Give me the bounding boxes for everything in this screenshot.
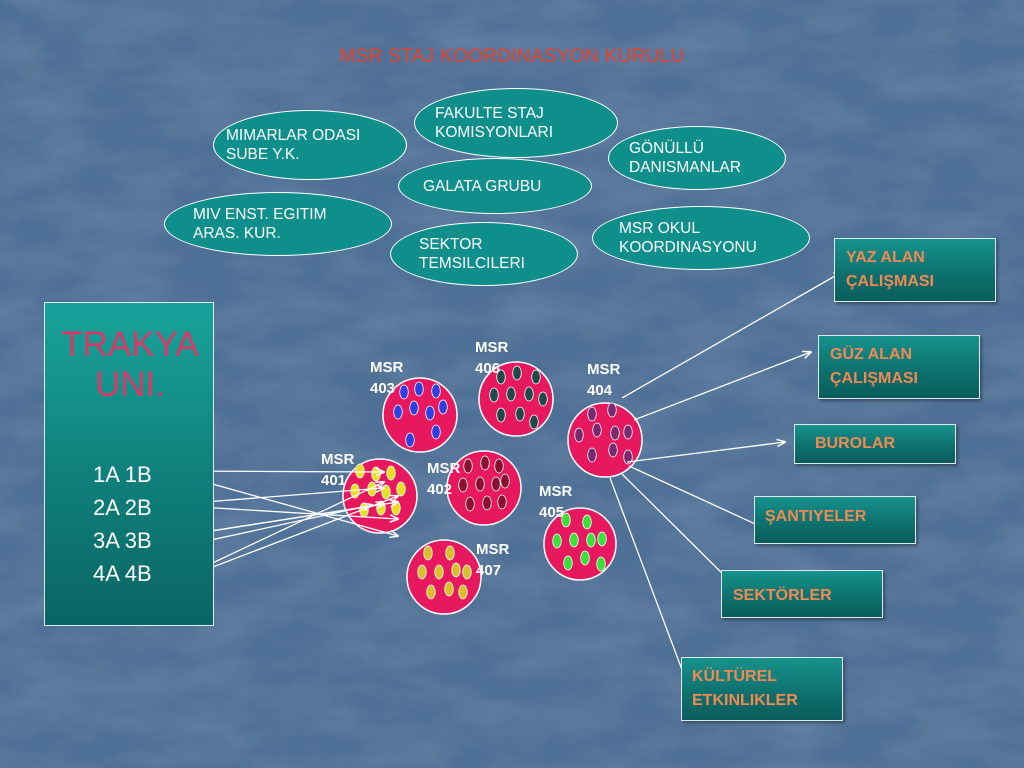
- oval-msr-okul-text: MSR OKUL KOORDINASYONU: [619, 220, 757, 256]
- trakya-row-1: 1A 1B: [93, 462, 152, 487]
- slide-title: MSR STAJ KOORDINASYON KURULU: [339, 46, 685, 67]
- oval-sektor-temsilcileri-text: SEKTOR TEMSILCILERI: [419, 236, 525, 272]
- oval-fakulte-staj: FAKULTE STAJ KOMISYONLARI: [414, 88, 618, 158]
- oval-miv-enst-text: MIV ENST. EGITIM ARAS. KUR.: [193, 206, 327, 242]
- box-santiyeler-label: ŞANTIYELER: [765, 508, 867, 525]
- box-burolar-label: BUROLAR: [815, 435, 895, 452]
- box-santiyeler: ŞANTIYELER: [754, 496, 916, 544]
- oval-fakulte-staj-text: FAKULTE STAJ KOMISYONLARI: [435, 105, 553, 141]
- box-sektorler: SEKTÖRLER: [721, 570, 883, 618]
- box-burolar: BUROLAR: [794, 424, 956, 464]
- oval-galata: GALATA GRUBU: [398, 158, 592, 214]
- oval-mimarlar-odasi: MIMARLAR ODASI SUBE Y.K.: [213, 110, 407, 180]
- msr-406-label: MSR 406: [475, 339, 509, 377]
- oval-msr-okul: MSR OKUL KOORDINASYONU: [592, 206, 810, 270]
- oval-sektor-temsilcileri: SEKTOR TEMSILCILERI: [390, 222, 578, 286]
- box-guz-alan: GÜZ ALAN ÇALIŞMASI: [818, 335, 980, 399]
- box-yaz-alan: YAZ ALAN ÇALIŞMASI: [834, 238, 996, 302]
- oval-gonullu-text: GÖNÜLLÜ DANISMANLAR: [629, 140, 741, 176]
- box-yaz-alan-label: YAZ ALAN ÇALIŞMASI: [846, 249, 934, 290]
- oval-miv-enst: MIV ENST. EGITIM ARAS. KUR.: [164, 192, 392, 256]
- msr-401-label: MSR 401: [321, 451, 355, 489]
- trakya-uni-box: TRAKYA UNI. 1A 1B 2A 2B 3A 3B 4A 4B: [44, 302, 214, 626]
- box-kulturel: KÜLTÜREL ETKINLIKLER: [681, 657, 843, 721]
- trakya-row-3: 3A 3B: [93, 528, 152, 553]
- trakya-uni-title: TRAKYA UNI.: [61, 325, 199, 404]
- msr-407-label: MSR 407: [476, 541, 510, 579]
- msr-402-label: MSR 402: [427, 460, 461, 498]
- msr-403-label: MSR 403: [370, 359, 404, 397]
- box-sektorler-label: SEKTÖRLER: [733, 587, 832, 604]
- box-kulturel-label: KÜLTÜREL ETKINLIKLER: [692, 668, 798, 709]
- msr-405-label: MSR 405: [539, 483, 573, 521]
- box-guz-alan-label: GÜZ ALAN ÇALIŞMASI: [830, 346, 918, 387]
- oval-mimarlar-odasi-text: MIMARLAR ODASI SUBE Y.K.: [226, 127, 361, 163]
- oval-gonullu: GÖNÜLLÜ DANISMANLAR: [608, 126, 786, 190]
- msr-404-label: MSR 404: [587, 361, 621, 399]
- oval-galata-text: GALATA GRUBU: [423, 177, 542, 195]
- trakya-row-2: 2A 2B: [93, 495, 152, 520]
- trakya-row-4: 4A 4B: [93, 561, 152, 586]
